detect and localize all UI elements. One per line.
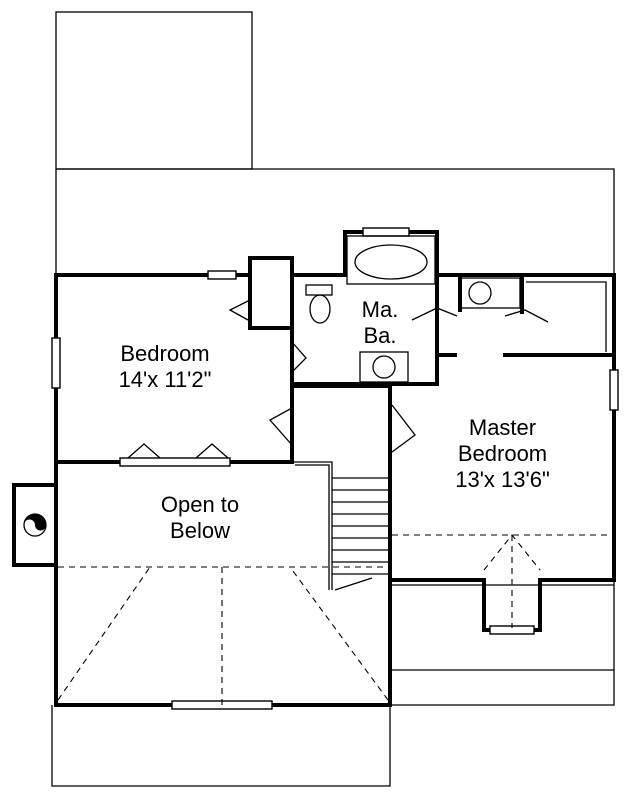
bedroom-label: Bedroom 14'x 11'2" <box>95 341 235 393</box>
chimney <box>12 483 58 567</box>
lower-outline <box>51 580 615 787</box>
bedroom-size: 14'x 11'2" <box>118 367 212 392</box>
master-bath-line1: Ma. <box>361 297 399 322</box>
master-bedroom-name2: Bedroom <box>457 441 548 466</box>
roof-outline <box>55 11 615 275</box>
bedroom-name: Bedroom <box>120 341 210 366</box>
master-bedroom-size: 13'x 13'6" <box>455 467 550 492</box>
doors <box>127 299 549 459</box>
master-bedroom-label: Master Bedroom 13'x 13'6" <box>430 415 575 493</box>
master-bath-label: Ma. Ba. <box>350 297 410 349</box>
stairs <box>292 461 388 591</box>
open-to-below-line1: Open to <box>160 492 240 517</box>
master-bath-line2: Ba. <box>363 323 397 348</box>
bath-fixtures <box>305 235 607 383</box>
master-bedroom-name: Master <box>468 415 537 440</box>
open-to-below-label: Open to Below <box>140 492 260 544</box>
open-to-below-line2: Below <box>170 518 230 543</box>
ceiling-lines <box>57 534 612 705</box>
